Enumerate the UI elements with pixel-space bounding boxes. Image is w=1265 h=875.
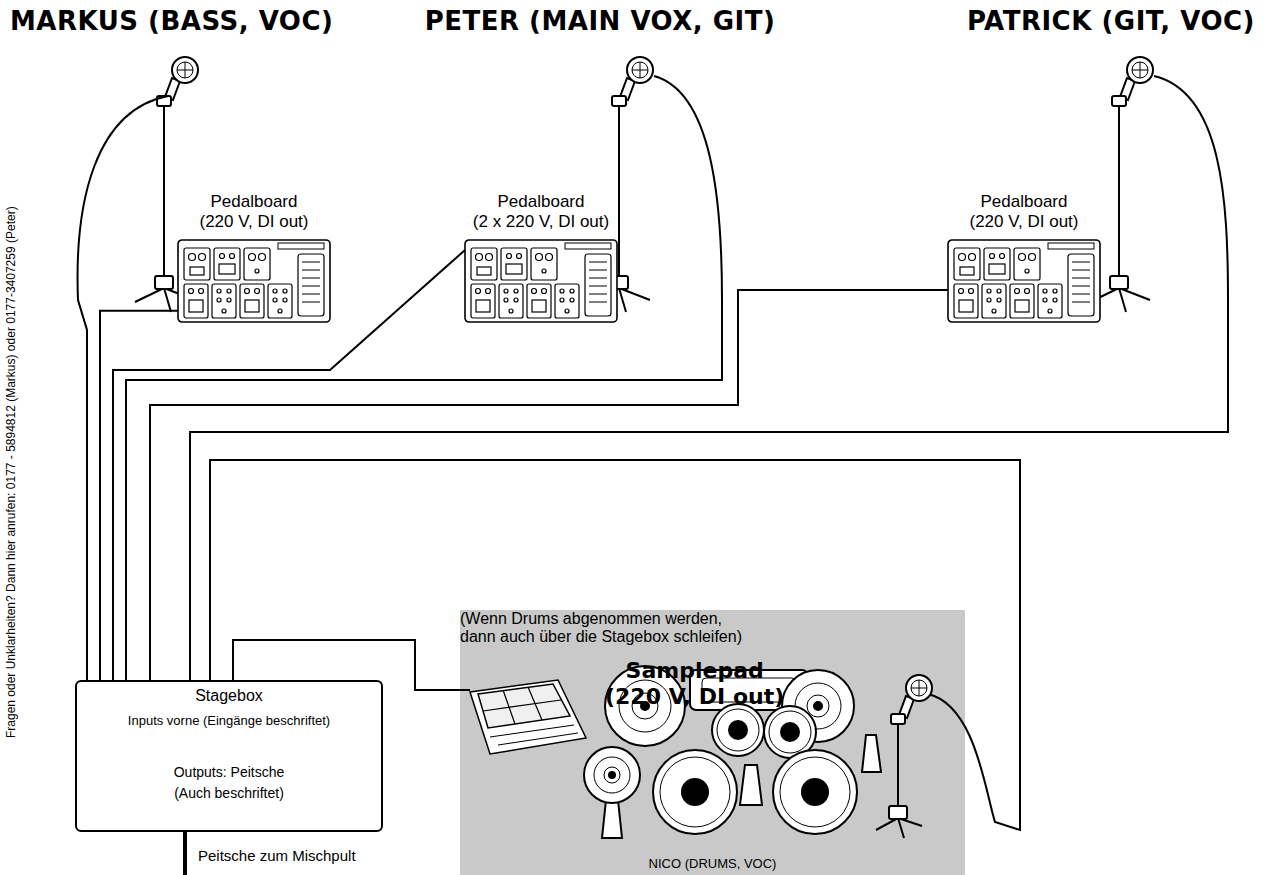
contact-note: Fragen oder Unklarheiten? Dann hier anru… — [4, 206, 18, 738]
snake-cable — [183, 832, 187, 875]
mic-cable — [126, 76, 722, 680]
cable-label: Peitsche zum Mischpult — [198, 847, 356, 865]
mic-cable — [78, 76, 1228, 830]
pedalboard-drawing — [178, 240, 1100, 322]
performer-heading: PETER (MAIN VOX, GIT) — [425, 6, 776, 37]
box-note: Inputs vorne (Eingänge beschriftet) — [128, 713, 330, 728]
pedalboard-drawing — [465, 240, 617, 322]
microphone-head — [157, 57, 198, 106]
pedalboard-label: Pedalboard (220 V, DI out) — [197, 192, 312, 233]
signal-cable — [100, 311, 178, 680]
microphone-head — [891, 675, 932, 724]
floor-drum — [653, 750, 737, 834]
performer-heading: MARKUS (BASS, VOC) — [10, 6, 333, 37]
microphone-head — [612, 57, 653, 106]
microphone — [876, 675, 932, 838]
device-label: Samplepad (220 V, DI out) — [605, 658, 784, 711]
pedalboard-label: Pedalboard (220 V, DI out) — [967, 192, 1082, 233]
stagebox: StageboxInputs vorne (Eingänge beschrift… — [75, 680, 383, 832]
pedalboard-drawing — [178, 240, 330, 322]
signal-cable — [150, 290, 948, 680]
floor-drum — [773, 750, 857, 834]
samplepad-drawing — [470, 680, 586, 754]
pedalboard-label: Pedalboard (2 x 220 V, DI out) — [470, 192, 612, 233]
cymbal — [584, 747, 640, 803]
performer-heading: NICO (DRUMS, VOC) — [460, 857, 965, 872]
performer-heading: PATRICK (GIT, VOC) — [967, 6, 1255, 37]
box-note: Outputs: Peitsche (Auch beschriftet) — [174, 762, 285, 804]
signal-cable — [113, 250, 465, 680]
drum-kit-drawing — [584, 666, 881, 838]
pedalboard-drawing — [948, 240, 1100, 322]
signal-cable — [233, 640, 470, 690]
area-note: (Wenn Drums abgenommen werden, dann auch… — [460, 610, 965, 646]
box-title: Stagebox — [195, 686, 263, 707]
tom — [712, 704, 764, 756]
mic-cable — [78, 96, 168, 680]
cymbal — [605, 666, 685, 746]
mic-cable — [210, 460, 1020, 830]
microphone-head — [1112, 57, 1153, 106]
mic-cable — [190, 76, 1228, 680]
